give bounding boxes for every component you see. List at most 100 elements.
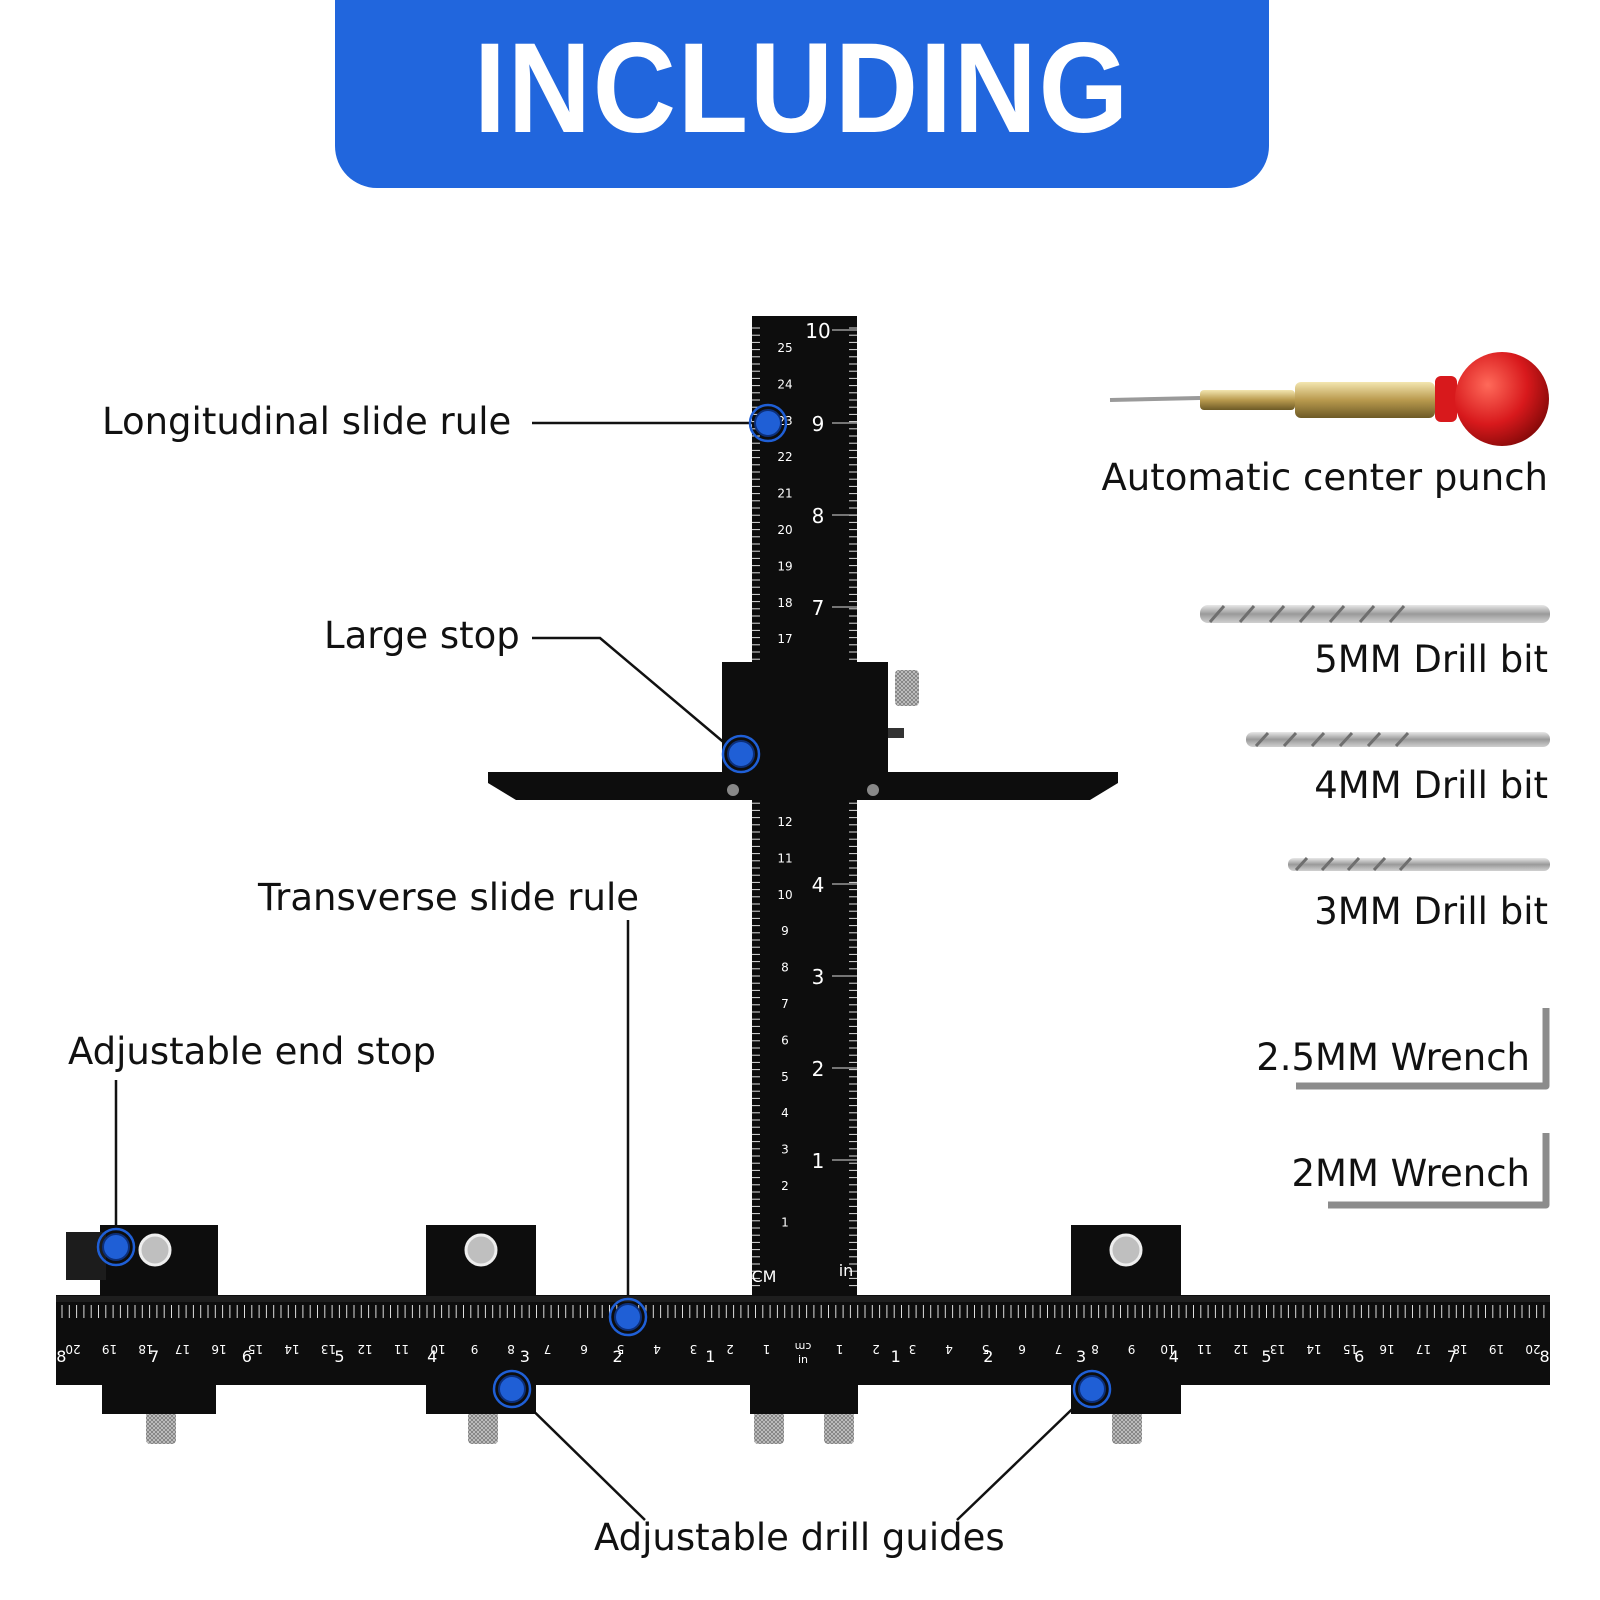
knob-screw <box>754 1412 784 1444</box>
cm-tick-label: 17 <box>175 1342 190 1356</box>
inch-tick-label: 4 <box>427 1347 437 1366</box>
large-stop-screw <box>888 728 904 738</box>
inch-tick-label: 8 <box>1540 1347 1550 1366</box>
cm-mark-label: 11 <box>777 851 792 865</box>
cm-tick-label: 4 <box>945 1342 953 1356</box>
drill-bit-3mm <box>1288 858 1550 871</box>
cm-tick-label: 14 <box>284 1342 299 1356</box>
knob-screw <box>824 1412 854 1444</box>
cm-mark-label: 9 <box>781 924 789 938</box>
cm-tick-label: 15 <box>248 1342 263 1356</box>
label-drill-3: 3MM Drill bit <box>1314 890 1548 933</box>
drill-guide-lower <box>102 1380 216 1414</box>
label-longitudinal: Longitudinal slide rule <box>102 400 512 443</box>
knob-screw <box>146 1412 176 1444</box>
knob-screw <box>468 1412 498 1444</box>
cm-tick-label: 10 <box>1160 1342 1175 1356</box>
guide-knobs <box>146 1412 1142 1444</box>
cm-tick-label: 13 <box>1270 1342 1285 1356</box>
inch-tick-label: 7 <box>1447 1347 1457 1366</box>
center-cm-label: cm <box>795 1340 812 1353</box>
inch-mark-label: 1 <box>812 1149 825 1173</box>
inch-tick-label: 5 <box>1261 1347 1271 1366</box>
cm-tick-label: 12 <box>357 1342 372 1356</box>
inch-tick-label: 2 <box>613 1347 623 1366</box>
inch-tick-label: 8 <box>56 1347 66 1366</box>
cm-tick-label: 16 <box>211 1342 226 1356</box>
inch-tick-label: 1 <box>705 1347 715 1366</box>
label-drill-guides: Adjustable drill guides <box>594 1516 1005 1559</box>
cm-tick-label: 18 <box>138 1342 153 1356</box>
longitudinal-ruler <box>752 316 857 1306</box>
cm-mark-label: 12 <box>777 815 792 829</box>
cm-mark-label: 1 <box>781 1215 789 1229</box>
cm-tick-label: 3 <box>909 1342 917 1356</box>
cm-tick-label: 8 <box>507 1342 515 1356</box>
plate-hole <box>727 784 739 796</box>
cm-tick-label: 15 <box>1343 1342 1358 1356</box>
leader-large-stop <box>532 636 741 757</box>
inch-mark-label: 2 <box>812 1057 825 1081</box>
cm-mark-label: 10 <box>777 888 792 902</box>
cm-tick-label: 6 <box>580 1342 588 1356</box>
label-wrench-2: 2MM Wrench <box>1291 1152 1530 1195</box>
marker-large-stop <box>727 740 755 768</box>
cm-mark-label: 24 <box>777 377 792 391</box>
title-banner: INCLUDING <box>335 0 1269 188</box>
drill-bit-5mm <box>1200 605 1550 623</box>
cm-mark-label: 19 <box>777 559 792 573</box>
inch-mark-label: 7 <box>812 596 825 620</box>
cm-tick-label: 8 <box>1091 1342 1099 1356</box>
large-stop-plate <box>488 772 1118 800</box>
cm-tick-label: 11 <box>1197 1342 1212 1356</box>
inch-tick-label: 6 <box>242 1347 252 1366</box>
transverse-ruler <box>56 1295 1550 1385</box>
blue-markers <box>102 409 1106 1403</box>
cm-tick-label: 10 <box>430 1342 445 1356</box>
cm-tick-label: 6 <box>1018 1342 1026 1356</box>
marker-drill-guide <box>498 1375 526 1403</box>
knob-screw <box>1112 1412 1142 1444</box>
label-end-stop: Adjustable end stop <box>68 1030 436 1073</box>
cm-tick-label: 1 <box>836 1342 844 1356</box>
cm-mark-label: 6 <box>781 1033 789 1047</box>
large-stop-knob <box>895 670 919 706</box>
cm-tick-label: 12 <box>1233 1342 1248 1356</box>
inch-tick-label: 3 <box>520 1347 530 1366</box>
inch-tick-label: 3 <box>1076 1347 1086 1366</box>
label-transverse: Transverse slide rule <box>258 876 640 919</box>
cm-tick-label: 9 <box>471 1342 479 1356</box>
inch-mark-label: 8 <box>812 504 825 528</box>
unit-in-label: in <box>839 1261 854 1280</box>
center-block-lower <box>750 1380 858 1414</box>
cm-tick-label: 17 <box>1416 1342 1431 1356</box>
wrenches <box>1296 1008 1550 1209</box>
inch-mark-label: 3 <box>812 965 825 989</box>
cm-tick-label: 7 <box>544 1342 552 1356</box>
cm-tick-label: 18 <box>1452 1342 1467 1356</box>
wrench-2mm <box>1328 1133 1550 1209</box>
cm-tick-label: 5 <box>982 1342 990 1356</box>
marker-end-stop <box>102 1233 130 1261</box>
cm-tick-label: 19 <box>1489 1342 1504 1356</box>
cm-tick-label: 1 <box>763 1342 771 1356</box>
cm-tick-label: 3 <box>690 1342 698 1356</box>
inch-tick-label: 4 <box>1169 1347 1179 1366</box>
cm-mark-label: 3 <box>781 1143 789 1157</box>
inch-tick-label: 1 <box>891 1347 901 1366</box>
transverse-ticks <box>61 1305 1545 1318</box>
cm-mark-label: 21 <box>777 487 792 501</box>
cm-mark-label: 25 <box>777 341 792 355</box>
cm-mark-label: 17 <box>777 632 792 646</box>
unit-cm-label: CM <box>752 1267 777 1286</box>
label-punch: Automatic center punch <box>1101 456 1549 499</box>
cm-mark-label: 4 <box>781 1106 789 1120</box>
guide-holes <box>138 1233 1143 1267</box>
inch-mark-label: 9 <box>812 412 825 436</box>
cm-tick-label: 16 <box>1379 1342 1394 1356</box>
cm-mark-label: 8 <box>781 961 789 975</box>
label-wrench-25: 2.5MM Wrench <box>1256 1036 1530 1079</box>
cm-tick-label: 19 <box>102 1342 117 1356</box>
